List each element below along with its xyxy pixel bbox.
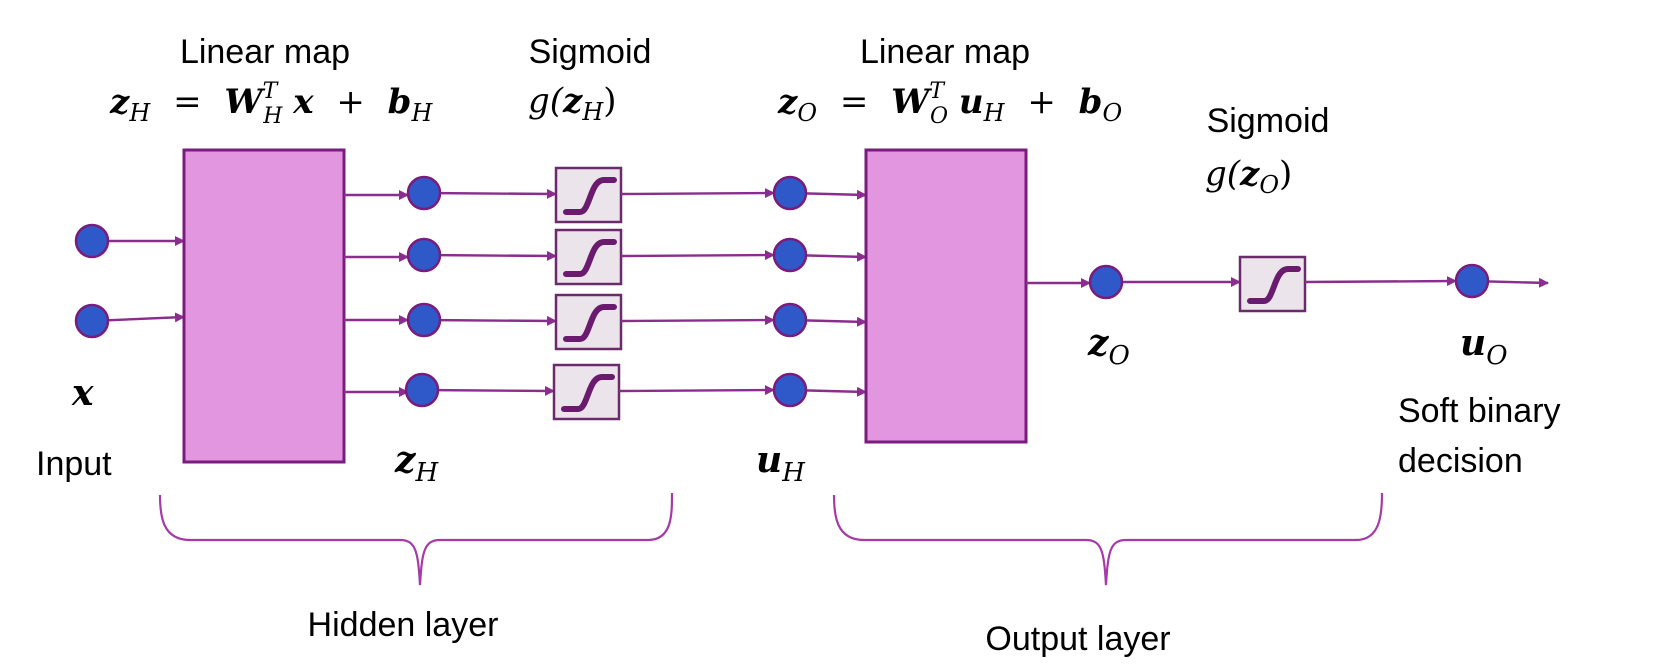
hidden-layer-label: Hidden layer	[308, 606, 499, 644]
output-linear-block	[864, 148, 1028, 444]
output-sigmoid-title: Sigmoid	[1207, 102, 1330, 140]
input-node-1	[74, 223, 110, 259]
zh-label: zH	[394, 439, 439, 488]
output-layer-label: Output layer	[985, 620, 1170, 658]
uh-node-4	[772, 372, 808, 408]
uh-node-1	[772, 175, 808, 211]
hidden-sigmoid-box-2	[554, 228, 623, 286]
zh-node-4	[404, 372, 440, 408]
sigmoid-to-uh-arrow-3	[620, 315, 775, 326]
zo-label: zO	[1087, 322, 1130, 371]
sigmoid-to-uo-arrow	[1304, 276, 1457, 287]
zh-node-2	[406, 237, 442, 273]
uh-node-2	[772, 237, 808, 273]
hidden-linear-map-title: Linear map	[180, 33, 350, 71]
zo-node	[1088, 264, 1124, 300]
uo-label: uO	[1460, 322, 1508, 371]
hidden-sigmoid-box-1	[554, 166, 623, 224]
input-node-2	[74, 303, 110, 339]
zh-node-3	[406, 302, 442, 338]
x-label: x	[71, 372, 94, 414]
output-linear-map-title: Linear map	[860, 33, 1030, 71]
sigmoid-to-uh-arrow-4	[618, 385, 775, 396]
hidden-sigmoid-title: Sigmoid	[529, 33, 652, 71]
uh-label: uH	[756, 439, 806, 488]
hidden-linear-block	[182, 148, 346, 464]
hidden-sigmoid-function: g(zH)	[528, 81, 617, 126]
decision-label-line2: decision	[1398, 442, 1523, 480]
output-layer-brace	[832, 492, 1384, 586]
decision-label-line1: Soft binary	[1398, 392, 1561, 430]
input-label: Input	[36, 445, 112, 483]
hidden-sigmoid-box-3	[554, 293, 623, 351]
hidden-layer-brace	[158, 492, 674, 586]
output-sigmoid-box	[1238, 255, 1307, 313]
output-sigmoid-function: g(zO)	[1205, 154, 1292, 199]
hidden-sigmoid-box-4	[552, 363, 621, 421]
uh-node-3	[772, 302, 808, 338]
sigmoid-to-uh-arrow-1	[620, 188, 775, 199]
sigmoid-to-uh-arrow-2	[620, 250, 775, 261]
zh-to-sigmoid-arrow-2	[423, 250, 557, 261]
zh-to-sigmoid-arrow-4	[421, 385, 555, 396]
zh-to-sigmoid-arrow-3	[423, 315, 557, 326]
uo-node	[1454, 263, 1490, 299]
zh-to-sigmoid-arrow-1	[423, 188, 557, 199]
zh-node-1	[406, 175, 442, 211]
